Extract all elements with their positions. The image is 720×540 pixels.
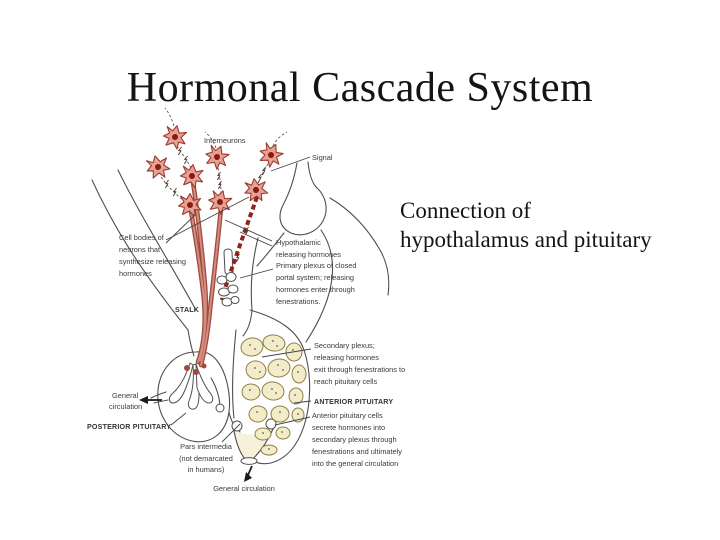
label-stalk: STALK <box>175 306 200 314</box>
svg-text:neurons that: neurons that <box>119 245 160 254</box>
svg-text:Cell bodies of: Cell bodies of <box>119 233 165 242</box>
general-circulation-left-arrow <box>139 396 162 404</box>
posterior-pituitary-lobe <box>150 351 231 443</box>
svg-text:(not demarcated: (not demarcated <box>179 454 233 463</box>
secretory-lobules <box>240 334 307 456</box>
caption-line-2: hypothalamus and pituitary <box>400 226 652 252</box>
label-anterior-pituitary: ANTERIOR PITUITARY <box>314 398 393 406</box>
svg-text:releasing hormones: releasing hormones <box>276 250 341 259</box>
primary-plexus-capillaries <box>216 272 240 307</box>
label-pars-intermedia: Pars intermedia (not demarcated in human… <box>179 442 233 474</box>
label-interneurons: Interneurons <box>204 136 246 145</box>
svg-text:Anterior pituitary cells: Anterior pituitary cells <box>312 411 383 420</box>
slide-title: Hormonal Cascade System <box>126 65 594 111</box>
svg-text:reach pituitary cells: reach pituitary cells <box>314 377 378 386</box>
neuron-cell <box>143 152 173 182</box>
hypothalamus-outline <box>91 161 390 343</box>
svg-text:Primary plexus of closed: Primary plexus of closed <box>276 261 357 270</box>
svg-text:Hypothalamic: Hypothalamic <box>276 238 321 247</box>
svg-text:in humans): in humans) <box>188 465 225 474</box>
svg-text:secondary plexus through: secondary plexus through <box>312 435 397 444</box>
label-general-circulation-bottom: General circulation <box>213 484 275 493</box>
label-general-circulation-left: General circulation <box>109 391 142 411</box>
neuron-cell <box>201 141 232 173</box>
slide-caption: Connection of hypothalamus and pituitary <box>400 197 652 254</box>
svg-text:Pars intermedia: Pars intermedia <box>180 442 233 451</box>
label-signal: Signal <box>312 153 333 162</box>
neuron-cell <box>255 139 287 171</box>
neuron-cluster <box>143 107 288 263</box>
svg-text:Secondary plexus;: Secondary plexus; <box>314 341 375 350</box>
leader-lines <box>165 156 312 443</box>
svg-text:General: General <box>112 391 139 400</box>
svg-text:synthesize releasing: synthesize releasing <box>119 257 186 266</box>
general-circulation-bottom-arrow <box>244 465 253 482</box>
svg-text:portal system; releasing: portal system; releasing <box>276 273 354 282</box>
svg-text:hormones enter through: hormones enter through <box>276 285 355 294</box>
lobule-nuclei-dots <box>249 340 299 450</box>
svg-text:fenestrations.: fenestrations. <box>276 297 320 306</box>
label-primary-plexus: Primary plexus of closed portal system; … <box>276 261 357 306</box>
label-anterior-cells: Anterior pituitary cells secrete hormone… <box>312 411 402 468</box>
svg-text:secrete hormones into: secrete hormones into <box>312 423 385 432</box>
label-posterior-pituitary: POSTERIOR PITUITARY <box>87 423 171 431</box>
label-secondary-plexus: Secondary plexus; releasing hormones exi… <box>314 341 405 386</box>
svg-text:exit through fenestrations to: exit through fenestrations to <box>314 365 405 374</box>
svg-text:circulation: circulation <box>109 402 142 411</box>
svg-text:hormones: hormones <box>119 269 152 278</box>
label-hypothalamic-releasing-hormones: Hypothalamic releasing hormones <box>276 238 341 259</box>
posterior-branching-axon-terminals <box>169 362 225 413</box>
svg-text:into the general circulation: into the general circulation <box>312 459 398 468</box>
label-cell-bodies: Cell bodies of neurons that synthesize r… <box>119 233 186 278</box>
svg-text:releasing hormones: releasing hormones <box>314 353 379 362</box>
svg-text:fenestrations and ultimately: fenestrations and ultimately <box>312 447 402 456</box>
caption-line-1: Connection of <box>400 198 531 223</box>
neuron-cell <box>161 123 189 151</box>
